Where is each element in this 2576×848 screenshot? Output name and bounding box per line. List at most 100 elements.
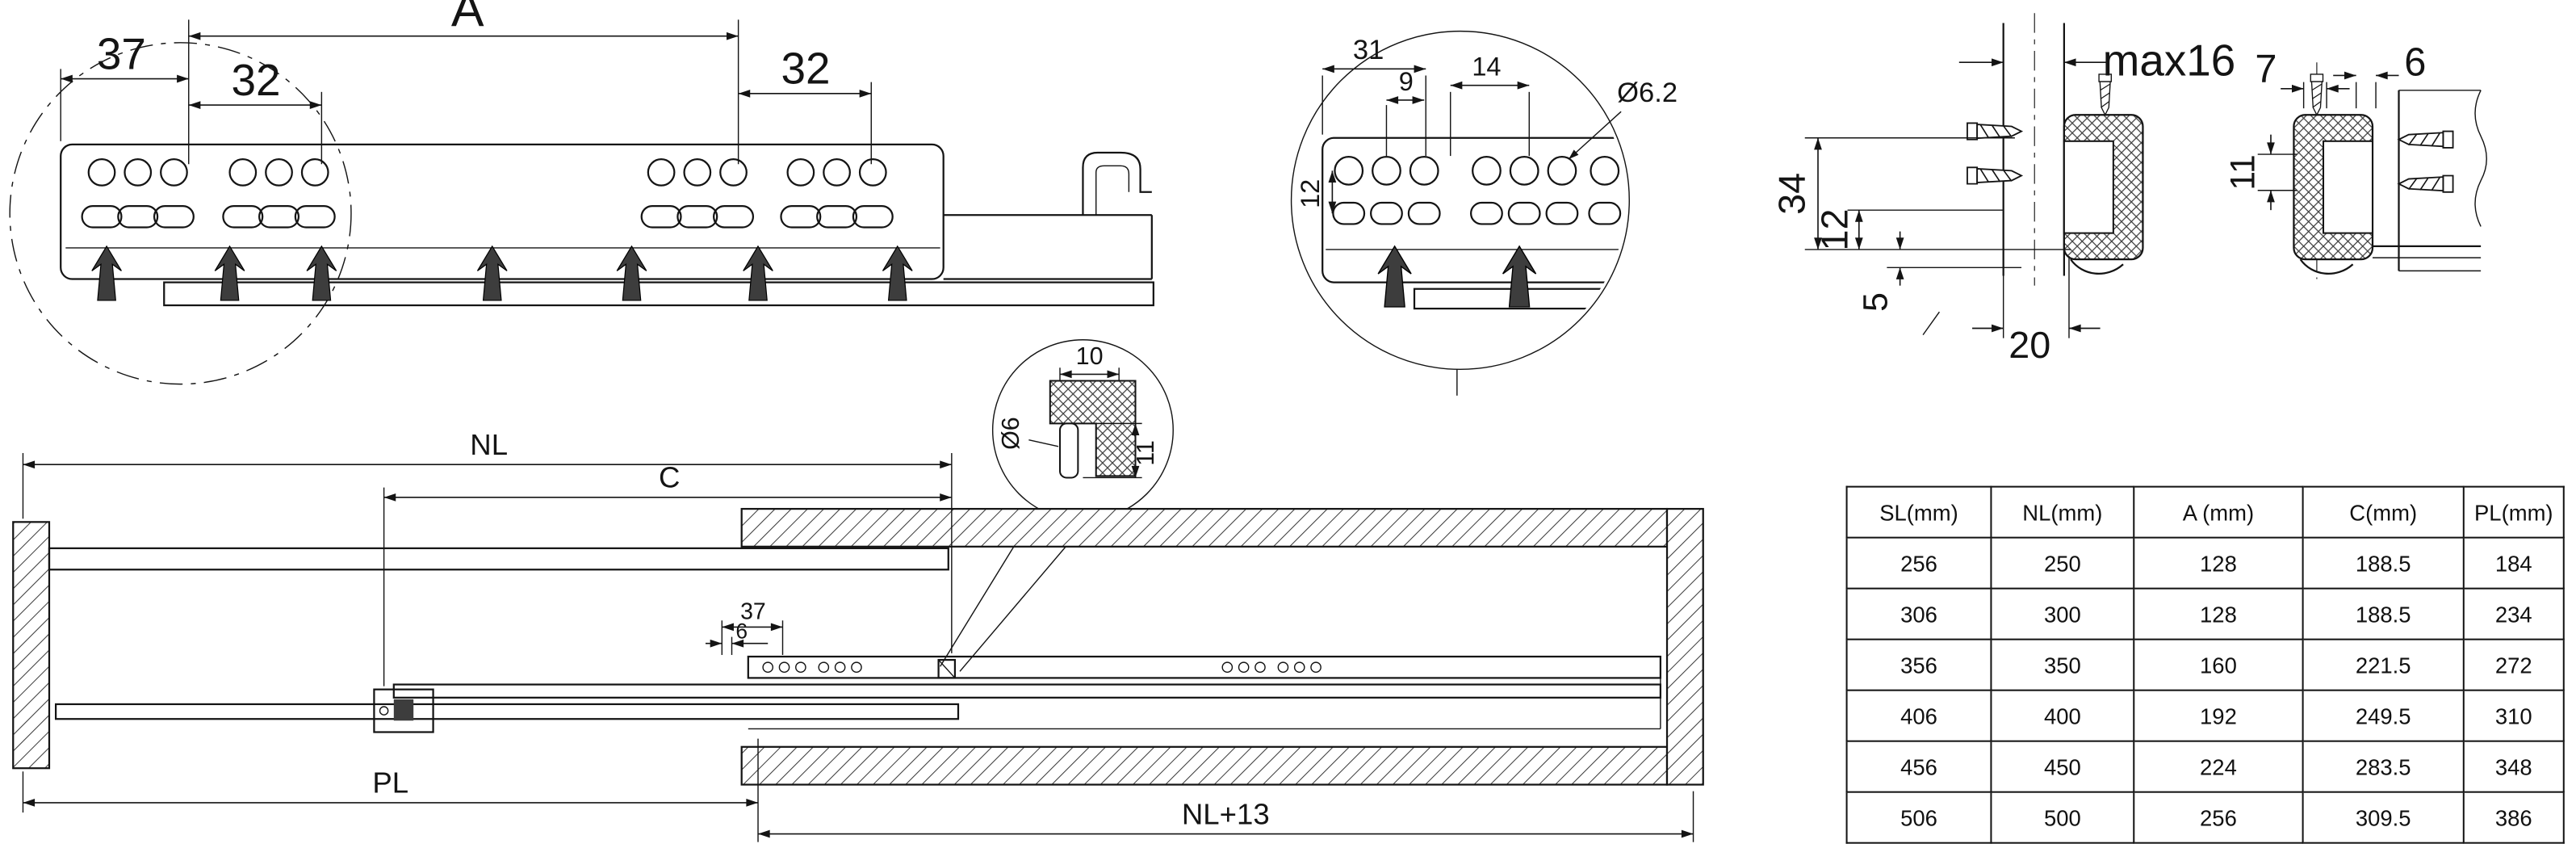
dim-label-12-mount: 12	[1814, 209, 1856, 251]
cell: 188.5	[2302, 587, 2465, 640]
table-row: 356 350 160 221.5 272	[1845, 638, 2565, 691]
cell: 283.5	[2302, 740, 2465, 793]
col-header-nl: NL(mm)	[1990, 485, 2135, 539]
side-screw-icon	[1967, 166, 2022, 185]
dim-label-37-side: 37	[740, 598, 766, 624]
rail-holes	[762, 661, 1322, 674]
rail-top-view: A 37 32 32	[9, 0, 1154, 385]
table-row: 306 300 128 188.5 234	[1845, 587, 2565, 640]
pin-detail-dimensions: 10 Ø6 11	[997, 342, 1159, 479]
locating-pin	[1058, 422, 1079, 479]
rear-hook-bracket	[1082, 151, 1152, 216]
dim-label-7: 7	[2255, 48, 2277, 91]
dim-label-10: 10	[1076, 342, 1104, 370]
cell: 500	[1990, 791, 2135, 844]
dim-label-12-detail: 12	[1296, 179, 1325, 208]
side-screw-icon	[1967, 122, 2022, 141]
dim-label-dia6: Ø6	[997, 417, 1024, 450]
dim-label-dia62: Ø6.2	[1617, 78, 1678, 108]
dim-label-max16: max16	[2103, 35, 2236, 85]
col-header-c: C(mm)	[2302, 485, 2465, 539]
spec-table: SL(mm) NL(mm) A (mm) C(mm) PL(mm) 256 25…	[1845, 485, 2565, 844]
detail-rail-section	[1322, 136, 1627, 310]
cell: 300	[1990, 587, 2135, 640]
inner-rail	[54, 703, 960, 720]
dim-label-5: 5	[1856, 292, 1895, 312]
col-header-pl: PL(mm)	[2462, 485, 2565, 539]
pin-detail-view: 10 Ø6 11	[940, 339, 1174, 672]
dim-label-37: 37	[97, 28, 146, 78]
cell: 224	[2133, 740, 2304, 793]
cell: 128	[2133, 587, 2304, 640]
mounting-cross-sections: max16 34 12 5 20 7	[1771, 13, 2487, 366]
cell: 450	[1990, 740, 2135, 793]
hole-pattern-detail-view: 31 9 14 12 Ø6.2	[1290, 30, 1678, 396]
dim-label-a: A	[451, 0, 484, 37]
col-header-sl: SL(mm)	[1845, 485, 1992, 539]
side-screw-icon	[2398, 174, 2454, 193]
cabinet-bottom-board	[740, 745, 1669, 786]
mount-section-left	[1967, 13, 2144, 286]
cell: 456	[1845, 740, 1992, 793]
dim-label-6: 6	[2404, 40, 2426, 84]
cell: 348	[2462, 740, 2565, 793]
detail-callout-circle	[9, 42, 352, 385]
cell: 310	[2462, 689, 2565, 742]
cell: 250	[1990, 536, 2135, 590]
hole-detail-dimensions: 31 9 14 12 Ø6.2	[1296, 35, 1678, 214]
cell: 249.5	[2302, 689, 2465, 742]
cell: 406	[1845, 689, 1992, 742]
table-row: 456 450 224 283.5 348	[1845, 740, 2565, 793]
dim-label-6-side: 6	[735, 619, 748, 644]
cell: 309.5	[2302, 791, 2465, 844]
cell: 184	[2462, 536, 2565, 590]
cell: 350	[1990, 638, 2135, 691]
mount-dimensions: max16 34 12 5 20 7	[1771, 35, 2427, 366]
detail-slots-bottom	[1332, 201, 1622, 225]
middle-rail	[392, 683, 1662, 699]
col-header-a: A (mm)	[2133, 485, 2304, 539]
mount-section-right	[2293, 62, 2487, 279]
top-screw-icon	[2310, 73, 2324, 115]
rail-slots-bottom-row	[81, 204, 894, 229]
top-rail-dimensions: A 37 32 32	[60, 0, 872, 165]
cell: 386	[2462, 791, 2565, 844]
front-bracket	[373, 688, 434, 733]
front-panel-section	[12, 521, 51, 770]
dim-label-9: 9	[1399, 67, 1414, 96]
dim-label-31: 31	[1353, 35, 1384, 65]
dim-label-14: 14	[1472, 52, 1501, 81]
cell: 256	[1845, 536, 1992, 590]
cell: 400	[1990, 689, 2135, 742]
table-row: 506 500 256 309.5 386	[1845, 791, 2565, 844]
cabinet-side-section-view: NL C 37 6 PL NL+13	[12, 428, 1704, 842]
anchor-hooks	[91, 246, 913, 301]
cell: 192	[2133, 689, 2304, 742]
table-row: 406 400 192 249.5 310	[1845, 689, 2565, 742]
pin-location	[937, 658, 957, 679]
dim-label-c: C	[659, 461, 680, 494]
rail-holes-top-row	[87, 158, 887, 187]
cell: 188.5	[2302, 536, 2465, 590]
side-screw-icon	[2398, 130, 2454, 149]
dim-label-nl: NL	[470, 428, 508, 461]
cell: 356	[1845, 638, 1992, 691]
dim-label-32-right: 32	[781, 44, 830, 94]
dim-label-32-left: 32	[232, 55, 281, 105]
table-row: 256 250 128 188.5 184	[1845, 536, 2565, 590]
cell: 506	[1845, 791, 1992, 844]
dim-label-20: 20	[2008, 324, 2050, 366]
dim-label-11-pin: 11	[1132, 440, 1159, 466]
cabinet-back-board	[1665, 507, 1704, 786]
dim-label-nl13: NL+13	[1182, 797, 1270, 830]
spec-table-header-row: SL(mm) NL(mm) A (mm) C(mm) PL(mm)	[1845, 485, 2565, 539]
drawer-side-band	[48, 547, 949, 571]
outer-rail	[747, 655, 1662, 679]
dim-label-34: 34	[1771, 173, 1813, 215]
rail-bottom-strip	[163, 281, 1154, 307]
rail-body	[60, 143, 945, 280]
cell: 221.5	[2302, 638, 2465, 691]
